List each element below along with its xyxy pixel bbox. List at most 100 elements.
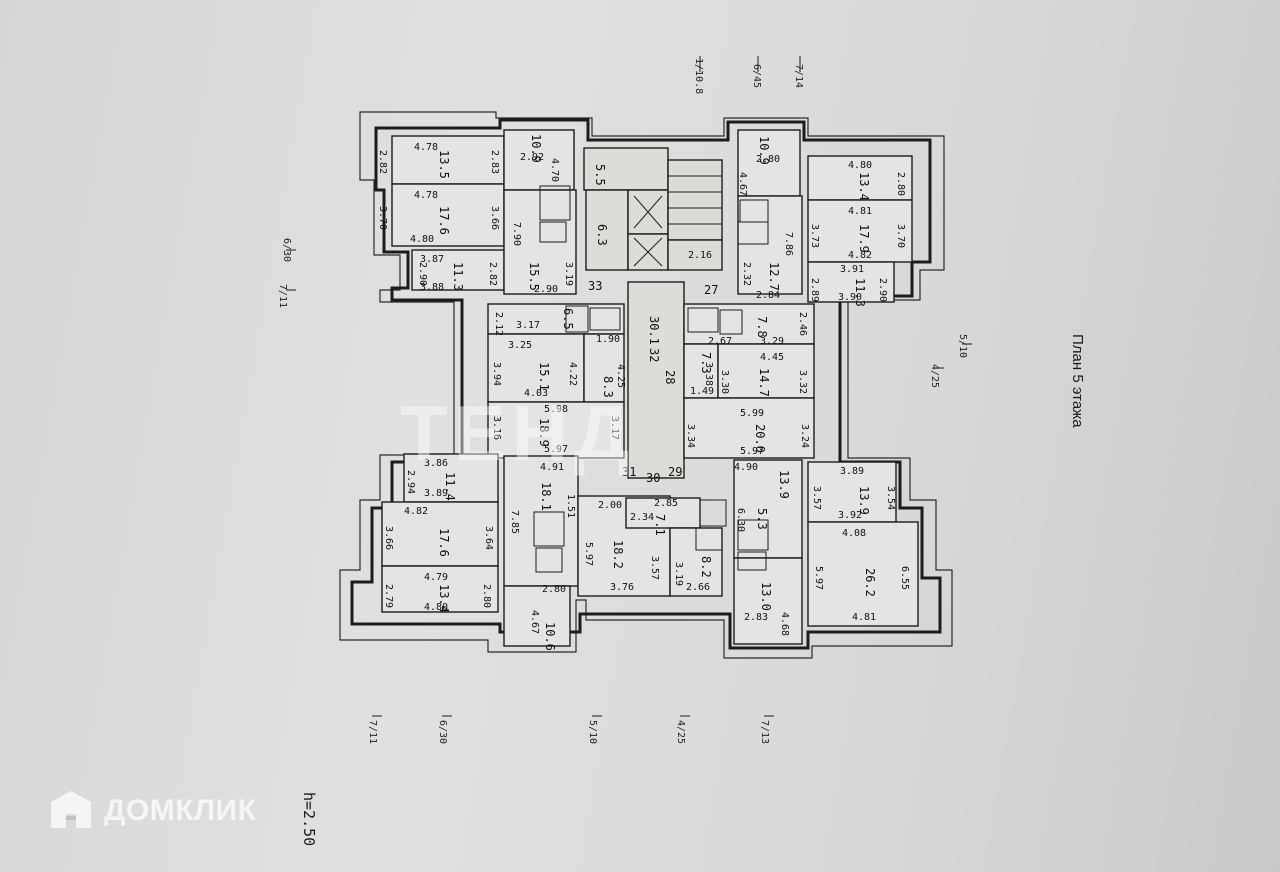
room-dim: 3.32: [797, 370, 808, 394]
room-dim: 2.00: [598, 500, 622, 511]
room-area: 6.3: [595, 224, 609, 246]
axis-left-2: 7/11: [277, 284, 288, 308]
room-dim: 3.17: [609, 416, 620, 440]
axis-bottom-5: 7/13: [759, 720, 770, 744]
room-dim: 5.98: [544, 404, 568, 415]
room-dim: 5.97: [583, 542, 594, 566]
room-area: 11.3: [451, 262, 465, 291]
room-dim: 2.46: [797, 312, 808, 336]
room-dim: 2.67: [708, 336, 732, 347]
axis-bottom-3: 5/10: [587, 720, 598, 744]
room-dim: 3.89: [840, 466, 864, 477]
room-dim: 2.80: [542, 584, 566, 595]
room-area: 13.4: [857, 172, 871, 201]
room-dim: 2.89: [809, 278, 820, 302]
room-dim: 2.90: [877, 278, 888, 302]
room-dim: 1.49: [690, 386, 714, 397]
room-dim: 2.90: [417, 262, 428, 286]
room-area: 20.0: [753, 424, 767, 453]
room-dim: 3.30: [719, 370, 730, 394]
axis-top-1: 7/14: [793, 64, 804, 88]
watermark: ТЕНД: [400, 389, 636, 477]
room-dim: 3.57: [811, 486, 822, 510]
room-dim: 6.55: [899, 566, 910, 590]
room-dim: 4.80: [410, 234, 434, 245]
room-dim: 4.22: [567, 362, 578, 386]
room-dim: 4.78: [414, 142, 438, 153]
room-dim: 4.68: [779, 612, 790, 636]
room-dim: 3.64: [483, 526, 494, 550]
room-dim: 3.70: [895, 224, 906, 248]
room-dim: 2.90: [534, 284, 558, 295]
room-area: 17.9: [857, 224, 871, 253]
room-area: 15.1: [537, 362, 551, 391]
room-dim: 3.24: [799, 424, 810, 448]
core-point: 32: [647, 348, 661, 362]
room-dim: 3.57: [649, 556, 660, 580]
axis-left-1: 6/30: [281, 238, 292, 262]
core-point: 29: [668, 465, 682, 479]
room-area: 10.9: [529, 134, 543, 163]
room-area: 7.1: [653, 514, 667, 536]
room-dim: 1.90: [596, 334, 620, 345]
room-area: 11.4: [443, 472, 457, 501]
room-area: 7.8: [755, 316, 769, 338]
room-dim: 3.94: [491, 362, 502, 386]
room-dim: 5.99: [740, 408, 764, 419]
room-dim: 2.85: [654, 498, 678, 509]
room-dim: 4.79: [424, 572, 448, 583]
room-dim: 4.78: [414, 190, 438, 201]
room-area: 18.1: [539, 482, 553, 511]
room-dim: 4.82: [404, 506, 428, 517]
room-dim: 2.82: [377, 150, 388, 174]
core-point: 28: [663, 370, 677, 384]
room-dim: 2.82: [487, 262, 498, 286]
room-dim: 2.79: [383, 584, 394, 608]
axis-bottom-1: 7/11: [367, 720, 378, 744]
room-area: 18.2: [611, 540, 625, 569]
room-area: 13.0: [759, 582, 773, 611]
room-area: 13.4: [437, 584, 451, 613]
room-dim: 4.45: [760, 352, 784, 363]
room-dim: 3.17: [516, 320, 540, 331]
room-dim: 3.19: [563, 262, 574, 286]
room-dim: 7.86: [783, 232, 794, 256]
room-dim: 4.80: [848, 160, 872, 171]
room-area: 13.5: [437, 150, 451, 179]
room-dim: 4.67: [529, 610, 540, 634]
room-dim: 3.87: [420, 254, 444, 265]
core-point: 31: [622, 465, 636, 479]
room-dim: 3.29: [760, 336, 784, 347]
room-dim: 4.03: [524, 388, 548, 399]
room-area: 15.5: [527, 262, 541, 291]
logo-text: ДОМКЛИК: [104, 794, 257, 827]
room-area: 30.1: [647, 316, 661, 345]
room-area: 11.3: [853, 278, 867, 307]
room-area: 10.9: [757, 136, 771, 165]
house-logo-icon: [51, 791, 91, 828]
room-dim: 3.92: [838, 510, 862, 521]
room-dim: 2.92: [520, 152, 544, 163]
room-dim: 3.25: [508, 340, 532, 351]
plan-title: План 5 этажа: [1069, 334, 1086, 428]
core-point: 33: [588, 279, 602, 293]
room-dim: 2.84: [756, 290, 780, 301]
room-area: 6.5: [561, 308, 575, 330]
room-dim: 4.70: [549, 158, 560, 182]
room-dim: 2.66: [686, 582, 710, 593]
room-dim: 1.51: [565, 494, 576, 518]
room-dim: 2.12: [493, 312, 504, 336]
room-dim: 5.97: [813, 566, 824, 590]
domclick-logo: ДОМКЛИК: [48, 788, 256, 834]
room-dim: 2.83: [744, 612, 768, 623]
axis-bottom-4: 4/25: [675, 720, 686, 744]
room-dim: 2.34: [630, 512, 654, 523]
room-dim: 5.97: [544, 444, 568, 455]
room-dim: 7.90: [511, 222, 522, 246]
room-dim: 3.38: [703, 362, 714, 386]
ceiling-height-note: h=2.50: [300, 792, 318, 847]
room-dim: 3.70: [377, 206, 388, 230]
room-dim: 3.76: [610, 582, 634, 593]
room-area: 17.6: [437, 528, 451, 557]
room-dim: 4.80: [424, 602, 448, 613]
